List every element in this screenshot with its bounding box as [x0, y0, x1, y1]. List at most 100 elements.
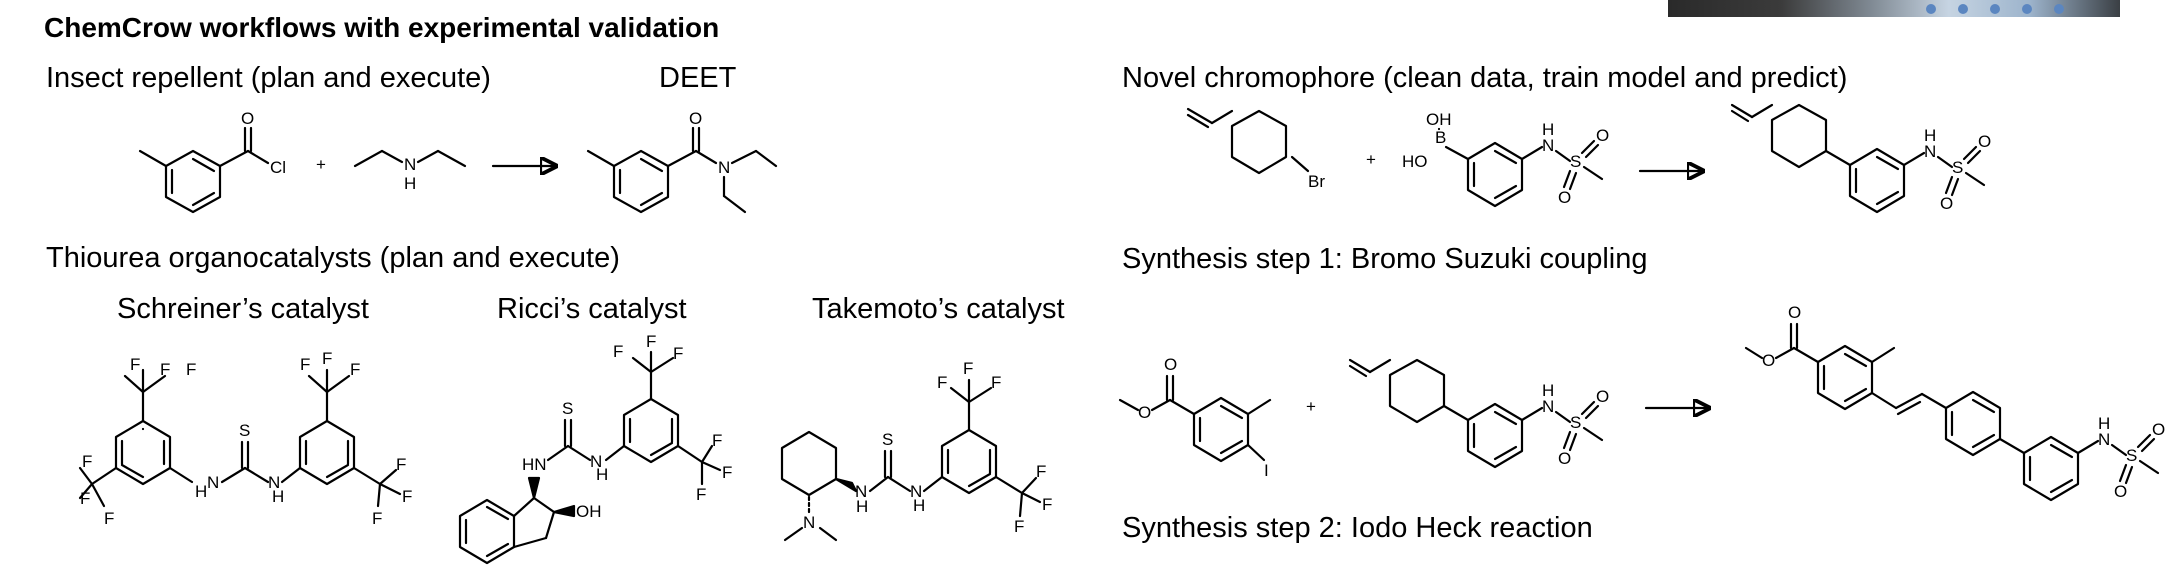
atom-n: N: [2098, 430, 2110, 449]
atom-f: F: [160, 360, 170, 379]
atom-h: H: [856, 497, 868, 516]
atom-o: O: [2152, 420, 2165, 439]
atom-f: F: [722, 463, 732, 482]
atom-f: F: [963, 359, 973, 378]
plus-sign: +: [1306, 397, 1316, 416]
atom-s: S: [562, 399, 573, 418]
step1-caption: Synthesis step 1: Bromo Suzuki coupling: [1122, 243, 1648, 275]
atom-o: O: [1596, 126, 1609, 145]
atom-n: N: [855, 482, 867, 501]
atom-s: S: [882, 430, 893, 449]
toluoyl-chloride-molecule: O Cl: [138, 109, 286, 214]
ricci-catalyst-label: Ricci’s catalyst: [497, 293, 687, 325]
atom-b: B: [1435, 128, 1446, 147]
atom-f: F: [372, 509, 382, 528]
atom-o: O: [241, 109, 254, 128]
schreiner-catalyst-label: Schreiner’s catalyst: [117, 293, 369, 325]
atom-f: F: [130, 355, 140, 374]
atom-cl: Cl: [270, 158, 286, 177]
chromophore-heading: Novel chromophore (clean data, train mod…: [1122, 62, 1848, 94]
deet-molecule: O N: [586, 109, 778, 214]
atom-f: F: [350, 360, 360, 379]
atom-o: O: [1788, 303, 1801, 322]
insect-repellent-heading: Insect repellent (plan and execute): [46, 62, 491, 94]
bromostyrene-molecule: Br: [1186, 107, 1325, 191]
takemoto-catalyst-label: Takemoto’s catalyst: [812, 293, 1065, 325]
atom-n: N: [404, 155, 416, 174]
atom-f: F: [613, 342, 623, 361]
atom-f: F: [396, 455, 406, 474]
atom-h: H: [1542, 381, 1554, 400]
atom-ho: HO: [1402, 152, 1428, 171]
atom-n: N: [268, 473, 280, 492]
atom-f: F: [673, 344, 683, 363]
lab-photo-icon: [1668, 0, 2120, 17]
thiourea-heading: Thiourea organocatalysts (plan and execu…: [46, 242, 620, 274]
atom-o: O: [689, 109, 702, 128]
atom-o: O: [1596, 387, 1609, 406]
boronic-acid-molecule: OH B HO H N S O O: [1402, 110, 1609, 208]
styrene-sulfonamide-molecule: H N S O O: [1348, 358, 1609, 469]
atom-hn: HN: [522, 455, 547, 474]
suzuki-coupling-scheme: Br + OH B HO H N S O O H N S O: [1186, 103, 1991, 214]
atom-s: S: [239, 421, 250, 440]
atom-s: S: [1570, 152, 1581, 171]
atom-s: S: [1952, 158, 1963, 177]
atom-f: F: [322, 349, 332, 368]
atom-br: Br: [1308, 172, 1325, 191]
atom-oh: OH: [1426, 110, 1452, 129]
atom-h: H: [1542, 120, 1554, 139]
ricci-catalyst-structure: HN OH S N H F F F F F F: [458, 332, 732, 565]
atom-h: H: [1924, 126, 1936, 145]
atom-o: O: [1762, 351, 1775, 370]
atom-f: F: [937, 373, 947, 392]
schreiner-catalyst-structure: F F F F F F H N S N H F F F F F F: [78, 349, 412, 528]
takemoto-catalyst-structure: N H N S N H F F F F F F: [780, 359, 1052, 542]
heck-reaction-scheme: O O I + H N S O O O O: [1118, 303, 2165, 502]
atom-n: N: [1542, 136, 1554, 155]
atom-f: F: [712, 431, 722, 450]
figure-title: ChemCrow workflows with experimental val…: [44, 12, 720, 43]
atom-s: S: [1570, 413, 1581, 432]
step2-caption: Synthesis step 2: Iodo Heck reaction: [1122, 512, 1593, 544]
atom-n: N: [590, 452, 602, 471]
atom-n: N: [910, 482, 922, 501]
atom-o: O: [1138, 403, 1151, 422]
atom-f: F: [1036, 462, 1046, 481]
atom-o: O: [1164, 355, 1177, 374]
atom-h: H: [195, 482, 207, 501]
atom-o: O: [1940, 194, 1953, 213]
atom-h: H: [404, 174, 416, 193]
atom-f: F: [300, 355, 310, 374]
plus-sign: +: [316, 155, 326, 174]
heck-product-molecule: O O H N S O O: [1744, 303, 2165, 502]
atom-n: N: [718, 158, 730, 177]
atom-f: F: [186, 360, 196, 379]
atom-f: F: [104, 509, 114, 528]
atom-h: H: [272, 487, 284, 506]
atom-h: H: [2098, 414, 2110, 433]
plus-sign: +: [1366, 150, 1376, 169]
atom-f: F: [696, 485, 706, 504]
atom-n: N: [1924, 142, 1936, 161]
atom-n: N: [1542, 397, 1554, 416]
iodo-benzoate-molecule: O O I: [1118, 355, 1272, 480]
atom-o: O: [1558, 449, 1571, 468]
atom-f: F: [402, 487, 412, 506]
atom-f: F: [991, 373, 1001, 392]
atom-f: F: [1014, 517, 1024, 536]
atom-s: S: [2126, 446, 2137, 465]
suzuki-product-molecule: H N S O O: [1730, 103, 1991, 214]
atom-n: N: [207, 473, 219, 492]
atom-h: H: [913, 496, 925, 515]
atom-oh: OH: [576, 502, 602, 521]
diethylamine-molecule: N H: [353, 149, 467, 193]
atom-f: F: [646, 332, 656, 351]
deet-reaction-scheme: O Cl + N H O N: [138, 109, 778, 214]
deet-label: DEET: [659, 62, 737, 94]
atom-f: F: [1042, 495, 1052, 514]
atom-o: O: [1558, 188, 1571, 207]
atom-o: O: [1978, 132, 1991, 151]
atom-h: H: [596, 465, 608, 484]
atom-i: I: [1264, 461, 1269, 480]
